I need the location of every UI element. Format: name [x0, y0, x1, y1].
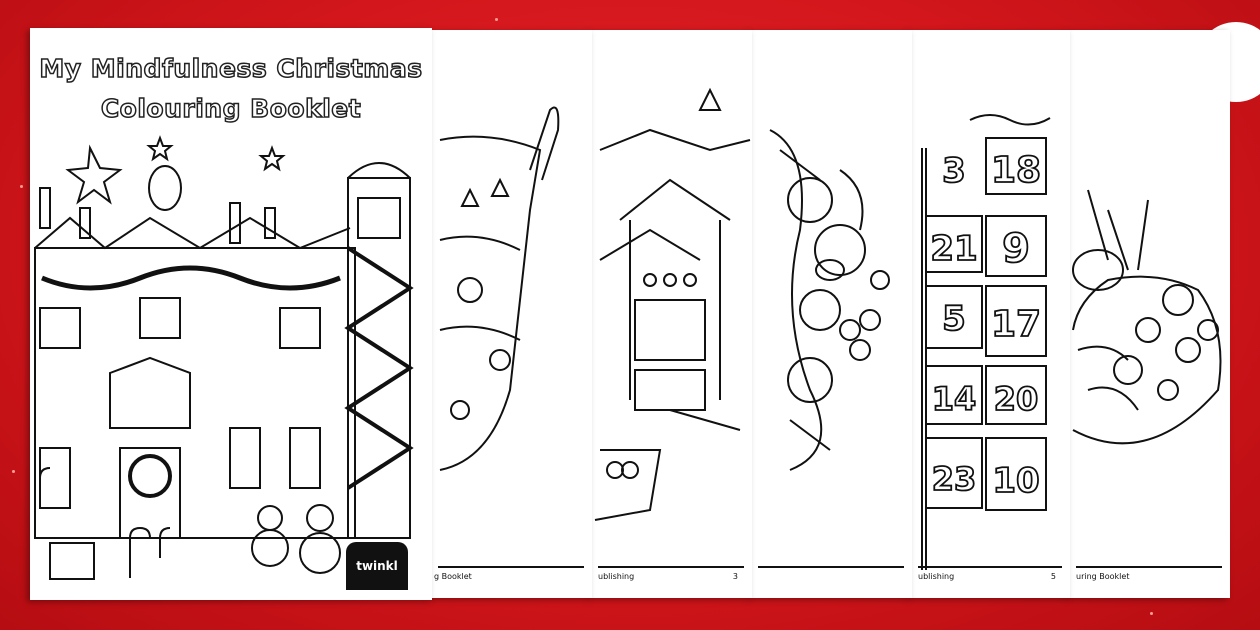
booklet-page-stocking: g Booklet: [430, 30, 592, 598]
booklet-page-advent-calendar: 3 18 21 9 5 17 14 20 23 10 ublishing 5: [910, 30, 1070, 598]
footer-text: ublishing: [918, 572, 955, 581]
calendar-day: 18: [991, 150, 1041, 191]
calendar-day: 21: [930, 229, 977, 269]
stocking-illustration: [439, 106, 560, 471]
page-number: 5: [1050, 572, 1056, 581]
sparkle: [1150, 612, 1153, 615]
sparkle: [20, 185, 23, 188]
calendar-day: 10: [992, 461, 1039, 501]
calendar-day: 9: [1002, 226, 1030, 272]
townhouse-illustration: [34, 135, 414, 580]
wreath-illustration: [769, 129, 890, 471]
calendar-day: 3: [942, 151, 966, 191]
booklet-page-wreath: [750, 30, 912, 598]
advent-calendar-illustration: 3 18 21 9 5 17 14 20 23 10: [921, 114, 1051, 570]
twinkl-logo: twinkl: [346, 542, 408, 590]
calendar-day: 14: [932, 380, 977, 418]
sparkle: [495, 18, 498, 21]
footer-text: uring Booklet: [1076, 572, 1130, 581]
footer-text: g Booklet: [434, 572, 472, 581]
calendar-day: 23: [932, 460, 977, 498]
cover-title-line2: Colouring Booklet: [100, 93, 362, 124]
footer-text: ublishing: [598, 572, 635, 581]
calendar-day: 20: [994, 380, 1039, 418]
cover-title-line1: My Mindfulness Christmas: [39, 53, 423, 84]
page-number: 3: [732, 572, 738, 581]
booklet-page-basket: uring Booklet: [1068, 30, 1230, 598]
food-basket-illustration: [1072, 189, 1222, 445]
market-illustration: [594, 87, 751, 521]
booklet-cover-page: My Mindfulness Christmas Colouring Bookl…: [30, 28, 432, 600]
calendar-day: 17: [991, 304, 1041, 345]
booklet-page-market: ublishing 3: [590, 30, 752, 598]
calendar-day: 5: [942, 299, 966, 339]
sparkle: [12, 470, 15, 473]
